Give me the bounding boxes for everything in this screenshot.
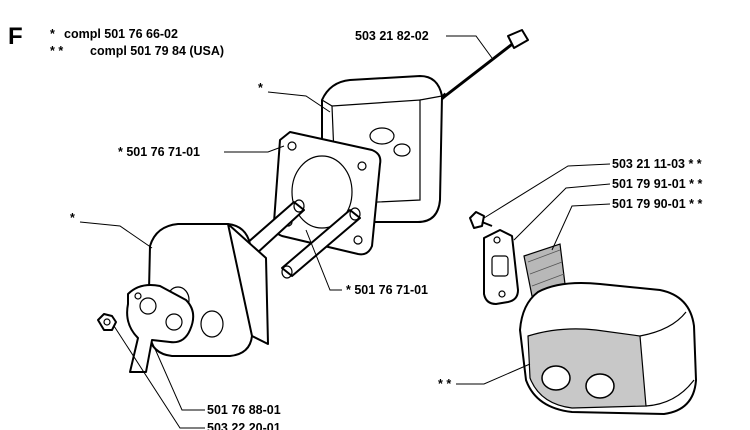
- label-gasket: * 501 76 71-01: [118, 145, 200, 159]
- label-bolt: 503 21 82-02: [355, 29, 429, 43]
- tubes: [245, 199, 361, 279]
- label-nut: 503 22 20-01: [207, 421, 281, 430]
- muffler-usa: [519, 282, 697, 415]
- flange: [126, 284, 195, 373]
- section-letter: F: [8, 23, 23, 50]
- screw: [469, 211, 493, 229]
- label-screen: 501 79 90-01 * *: [612, 197, 702, 211]
- plate: [483, 229, 519, 305]
- label-front-body: *: [70, 211, 75, 225]
- label-tube: * 501 76 71-01: [346, 283, 428, 297]
- label-flange: 501 76 88-01: [207, 403, 281, 417]
- long-bolt: [436, 29, 529, 104]
- label-muffler-usa: * *: [438, 377, 451, 391]
- note-text-1: compl 501 76 66-02: [64, 27, 178, 41]
- nut: [97, 313, 117, 331]
- leader-lines: [79, 35, 611, 429]
- note-mark-1: *: [50, 27, 55, 41]
- label-rear-cover: *: [258, 81, 263, 95]
- note-text-2: compl 501 79 84 (USA): [90, 44, 224, 58]
- label-screw: 503 21 11-03 * *: [612, 157, 702, 171]
- label-plate: 501 79 91-01 * *: [612, 177, 702, 191]
- note-mark-2: * *: [50, 44, 63, 58]
